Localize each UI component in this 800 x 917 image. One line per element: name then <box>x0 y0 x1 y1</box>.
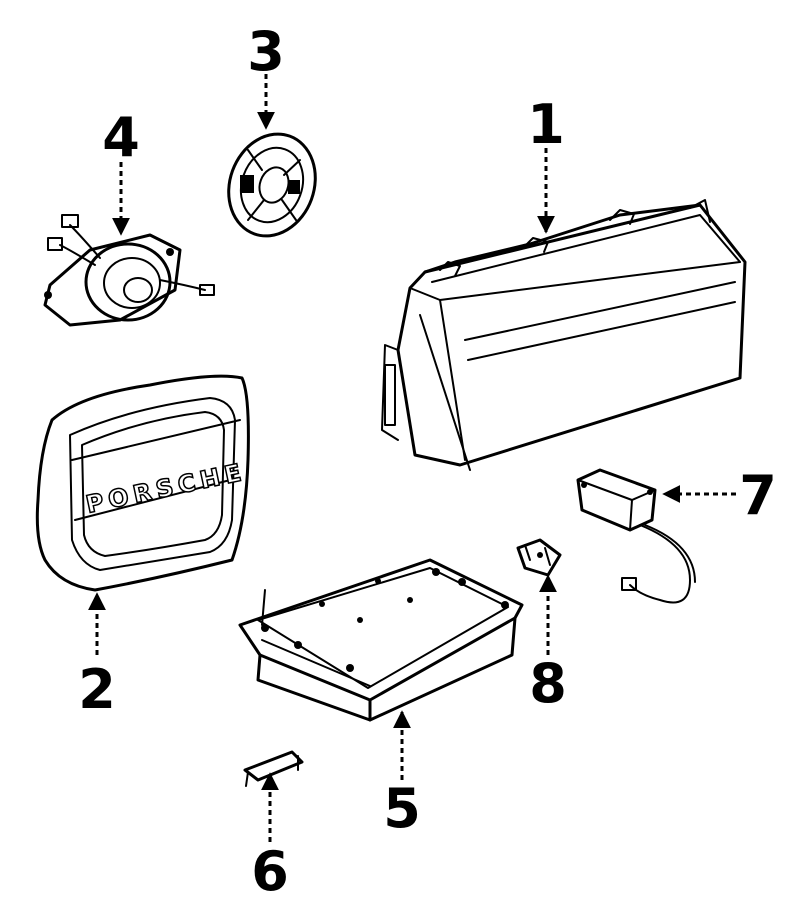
cover-brand-text: PORSCHE <box>83 458 248 519</box>
leader-lines <box>88 74 736 842</box>
steering-wheel-airbag-cover: PORSCHE <box>35 374 250 592</box>
callout-labels: 1 2 3 4 5 6 7 8 <box>78 20 777 903</box>
callout-7: 7 <box>739 464 777 527</box>
airbag-control-module <box>238 558 524 722</box>
connector <box>516 538 562 577</box>
callout-8: 8 <box>529 652 567 715</box>
callout-5: 5 <box>383 777 421 840</box>
passenger-airbag-module <box>381 199 747 471</box>
clock-spring-ring <box>227 132 317 238</box>
callout-3: 3 <box>247 20 285 83</box>
callout-6: 6 <box>251 840 289 903</box>
clip <box>243 750 304 787</box>
callout-1: 1 <box>527 93 565 156</box>
crash-sensor <box>576 468 696 604</box>
callout-4: 4 <box>102 106 140 169</box>
callout-2: 2 <box>78 658 116 721</box>
contact-unit <box>43 214 215 327</box>
